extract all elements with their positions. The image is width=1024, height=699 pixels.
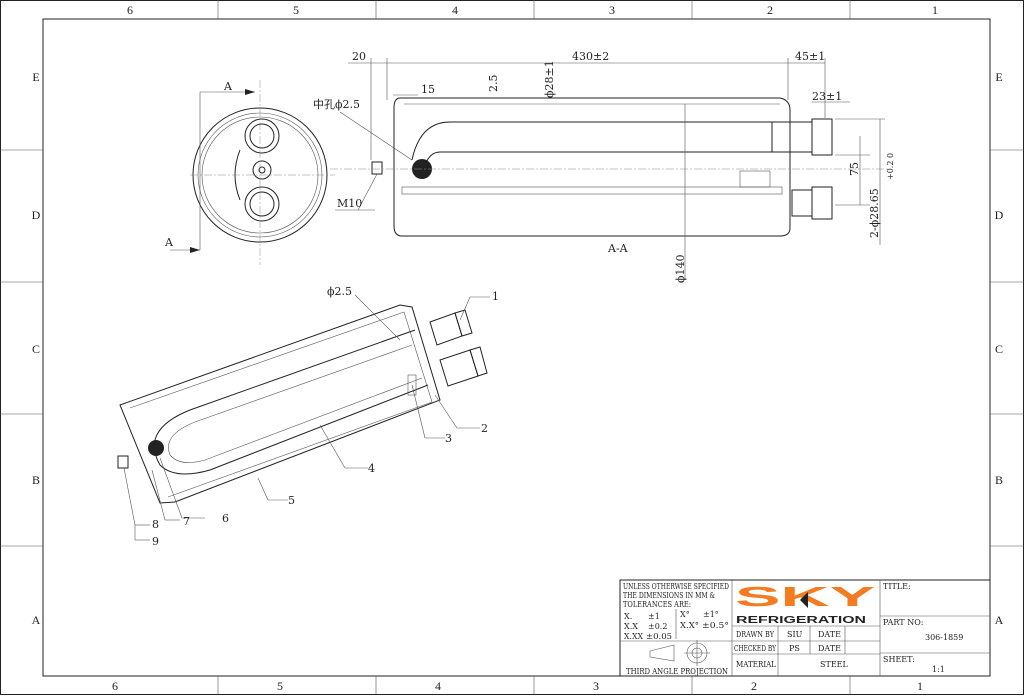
drawing-text: 6 xyxy=(127,3,133,17)
iso-hole-label: ϕ2.5 xyxy=(327,285,352,298)
drawing-text: 3 xyxy=(593,679,599,693)
drawing-text: 4 xyxy=(435,679,441,693)
drawing-text: A xyxy=(995,613,1004,627)
balloon-1: 1 xyxy=(492,290,499,303)
date-label: DATE xyxy=(818,630,841,639)
drawing-text: 1 xyxy=(917,679,923,693)
drawing-text: 5 xyxy=(277,679,283,693)
drawing-text: 2 xyxy=(767,3,773,17)
projection-label: THIRD ANGLE PROJECTION xyxy=(626,667,728,676)
zone-row-labels: E D C B A E D C B A xyxy=(32,70,1004,627)
dim-port-dia: 2-ϕ28.65 xyxy=(868,188,881,238)
drawing-text: D xyxy=(995,208,1004,222)
tol-value: ±0.05 xyxy=(646,632,672,641)
ang-value: ±0.5° xyxy=(702,621,729,630)
dim-thread: M10 xyxy=(337,197,362,210)
balloon-3: 3 xyxy=(445,432,452,445)
drawing-text: C xyxy=(32,342,40,356)
material-label: MATERIAL xyxy=(736,660,777,669)
drawing-text: E xyxy=(995,70,1002,84)
section-marker-bottom: A xyxy=(164,236,174,249)
drawing-text: D xyxy=(32,208,41,222)
drawing-text: 1 xyxy=(932,3,938,17)
balloon-2: 2 xyxy=(481,422,488,435)
drawing-text: REFRIGERATION xyxy=(736,615,866,626)
drawing-text: 2 xyxy=(751,679,757,693)
part-no-label: PART NO: xyxy=(883,618,923,627)
drawing-text: 5 xyxy=(293,3,299,17)
ang-value: ±1° xyxy=(703,610,719,619)
balloon-5: 5 xyxy=(288,494,295,507)
tol-value: ±0.2 xyxy=(648,622,667,631)
company-logo: SKY REFRIGERATION xyxy=(735,581,876,626)
dim-fitting-length: 45±1 xyxy=(795,50,825,63)
dim-wall-offset: 15 xyxy=(421,83,435,96)
checked-by-value: PS xyxy=(789,644,800,653)
drawing-text: E xyxy=(32,70,39,84)
tol-key: X. xyxy=(624,612,632,621)
part-no-value: 306-1859 xyxy=(925,633,963,642)
drawing-text: B xyxy=(995,473,1003,487)
dim-fitting-short: 23±1 xyxy=(812,90,842,103)
balloon-4: 4 xyxy=(368,462,375,475)
sheet-label: SHEET: xyxy=(883,655,915,664)
tol-key: X.XX xyxy=(624,632,643,641)
dim-wall-thickness: 2.5 xyxy=(487,75,500,93)
tol-value: ±1 xyxy=(648,612,660,621)
ang-key: X.X° xyxy=(680,621,699,630)
third-angle-projection-icon xyxy=(649,640,710,666)
balloon-6: 6 xyxy=(222,512,229,525)
drawing-text: C xyxy=(995,342,1003,356)
drawn-by-value: SIU xyxy=(787,630,803,639)
isometric-view: ϕ2.5 1 2 3 4 5 6 7 8 9 xyxy=(117,285,499,548)
dim-tube-dia: ϕ28±1 xyxy=(543,60,556,98)
balloon-9: 9 xyxy=(152,535,159,548)
date-label: DATE xyxy=(818,644,841,653)
dim-port-spacing: 75 xyxy=(848,162,861,176)
end-view: A A xyxy=(164,80,335,265)
tol-note-3: TOLERANCES ARE: xyxy=(623,600,691,609)
dim-body-dia: ϕ140 xyxy=(674,255,687,284)
ang-key: X° xyxy=(680,610,690,619)
section-view: 20 430±2 45±1 23±1 中孔ϕ2.5 15 M10 A-A 2.5… xyxy=(313,50,895,283)
zone-column-labels: 6 5 4 3 2 1 6 5 4 3 2 1 xyxy=(112,3,938,693)
dim-port-tol: +0.2 0 xyxy=(886,153,895,180)
checked-by-label: CHECKED BY xyxy=(734,644,777,653)
title-label: TITLE: xyxy=(883,582,911,591)
sheet-value: 1:1 xyxy=(932,665,945,674)
tol-note-2: THE DIMENSIONS IN MM & xyxy=(623,591,715,600)
drawing-text: 6 xyxy=(112,679,118,693)
drawing-text: B xyxy=(32,473,40,487)
title-block: UNLESS OTHERWISE SPECIFIED THE DIMENSION… xyxy=(619,579,991,677)
drawing-text: A xyxy=(32,613,41,627)
tol-note-1: UNLESS OTHERWISE SPECIFIED xyxy=(623,582,729,591)
section-marker-top: A xyxy=(223,80,233,93)
section-label: A-A xyxy=(607,242,629,255)
drawing-text: 3 xyxy=(609,3,615,17)
dim-center-hole: 中孔ϕ2.5 xyxy=(313,98,360,111)
balloon-8: 8 xyxy=(152,518,159,531)
balloon-7: 7 xyxy=(183,515,190,528)
dim-overall-length: 430±2 xyxy=(572,50,609,63)
drawing-text: 4 xyxy=(452,3,458,17)
dim-left-offset: 20 xyxy=(352,50,366,63)
material-value: STEEL xyxy=(820,660,848,669)
tol-key: X.X xyxy=(624,622,638,631)
drawn-by-label: DRAWN BY xyxy=(736,630,775,639)
